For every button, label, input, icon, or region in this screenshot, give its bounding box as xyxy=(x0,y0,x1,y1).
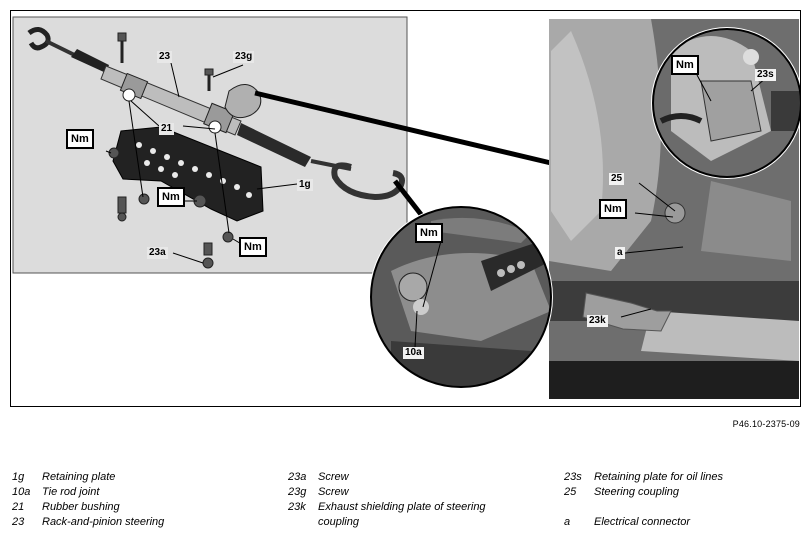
legend-item: 21 Rubber bushing xyxy=(12,500,164,515)
torque-symbol-5: Nm xyxy=(599,199,627,219)
screws-drawing xyxy=(108,32,234,269)
legend-text: Screw xyxy=(318,471,349,483)
legend-key: a xyxy=(564,516,571,528)
callout-10a: 10a xyxy=(403,347,424,359)
callout-23s: 23s xyxy=(755,69,776,81)
legend-item xyxy=(564,500,723,515)
torque-symbol-3: Nm xyxy=(239,237,267,257)
legend-key: 23a xyxy=(288,471,307,483)
callout-23k: 23k xyxy=(587,315,608,327)
legend-key: 1g xyxy=(12,471,25,483)
legend-column-3: 23s Retaining plate for oil lines 25 Steer… xyxy=(564,470,723,530)
legend-text: Retaining plate xyxy=(42,471,116,483)
pointer-line-to-detail xyxy=(393,179,425,219)
torque-symbol-6: Nm xyxy=(671,55,699,75)
callout-23: 23 xyxy=(157,51,173,63)
legend-text: Rubber bushing xyxy=(42,501,120,513)
legend-item: 25 Steering coupling xyxy=(564,485,723,500)
callout-23a: 23a xyxy=(147,247,168,259)
torque-symbol-4: Nm xyxy=(415,223,443,243)
legend-key: 25 xyxy=(564,486,577,498)
retaining-plate-drawing xyxy=(112,126,264,222)
legend-text: Tie rod joint xyxy=(42,486,100,498)
legend-key: 23g xyxy=(288,486,307,498)
legend-item: 23 Rack-and-pinion steering xyxy=(12,515,164,530)
legend-item: 23k Exhaust shielding plate of steering c… xyxy=(288,500,528,530)
figure-id: P46.10-2375-09 xyxy=(732,419,800,429)
legend-item: 23g Screw xyxy=(288,485,528,500)
legend-item: 1g Retaining plate xyxy=(12,470,164,485)
engine-photo xyxy=(549,19,800,399)
callout-25: 25 xyxy=(609,173,625,185)
callout-21: 21 xyxy=(159,123,175,135)
callout-1g: 1g xyxy=(297,179,313,191)
legend-item: 10a Tie rod joint xyxy=(12,485,164,500)
legend-item: 23a Screw xyxy=(288,470,528,485)
figure-illustration xyxy=(12,16,800,399)
legend-text: Exhaust shielding plate of steering coup… xyxy=(318,501,486,528)
legend-column-1: 1g Retaining plate 10a Tie rod joint 21 Rub… xyxy=(12,470,164,530)
legend-key: 23k xyxy=(288,501,306,513)
legend-text: Steering coupling xyxy=(594,486,680,498)
leader-lines-left xyxy=(105,62,298,264)
torque-symbol-2: Nm xyxy=(157,187,185,207)
tie-rod-joint-detail xyxy=(369,205,553,389)
legend-key: 23 xyxy=(12,516,25,528)
legend-text: Electrical connector xyxy=(594,516,690,528)
legend-key: 21 xyxy=(12,501,25,513)
legend-text: Screw xyxy=(318,486,349,498)
figure-frame: 23 23g 21 1g 23a Nm Nm Nm Nm Nm Nm 10a 2… xyxy=(10,10,801,407)
legend-item: a Electrical connector xyxy=(564,515,723,530)
legend-key xyxy=(564,500,594,515)
legend-key: 23s xyxy=(564,471,582,483)
legend-text: Rack-and-pinion steering xyxy=(42,516,165,528)
legend-item: 23s Retaining plate for oil lines xyxy=(564,470,723,485)
torque-symbol-1: Nm xyxy=(66,129,94,149)
callout-23g: 23g xyxy=(233,51,255,63)
callout-a: a xyxy=(615,247,625,259)
legend-text: Retaining plate for oil lines xyxy=(594,471,724,483)
legend-key: 10a xyxy=(12,486,31,498)
pointer-line-to-photo xyxy=(254,90,552,166)
